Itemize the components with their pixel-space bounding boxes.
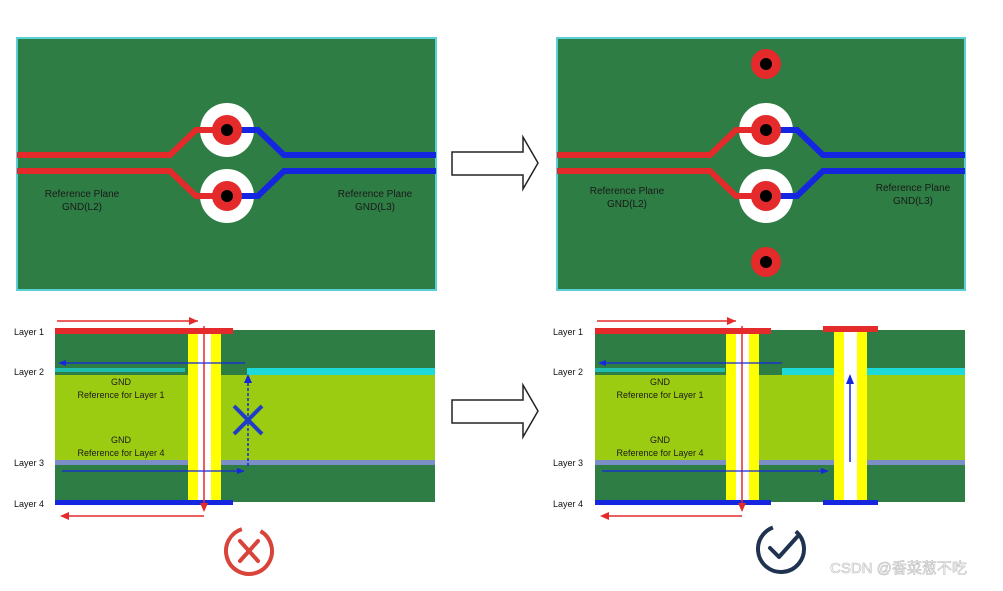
layer-1-label: Layer 1 xyxy=(14,327,44,337)
layer-1-label: Layer 1 xyxy=(553,327,583,337)
ground-stitch-via xyxy=(751,49,781,79)
signal-via xyxy=(212,115,242,145)
gnd-ref-layer4: Reference for Layer 4 xyxy=(616,448,703,458)
ref-plane-left-label: Reference Plane xyxy=(45,189,120,200)
ref-plane-left-label: Reference Plane xyxy=(590,186,665,197)
csdn-watermark: CSDN @香菜葱不吃 xyxy=(830,560,967,577)
correct-check-icon xyxy=(756,524,806,574)
signal-via xyxy=(212,181,242,211)
ref-plane-left-sub: GND(L2) xyxy=(62,202,102,213)
gnd-label-2: GND xyxy=(111,435,132,445)
ref-plane-right-label: Reference Plane xyxy=(876,183,951,194)
gnd-ref-layer1: Reference for Layer 1 xyxy=(616,390,703,400)
gnd-ref-layer1: Reference for Layer 1 xyxy=(77,390,164,400)
gnd-ref-layer4: Reference for Layer 4 xyxy=(77,448,164,458)
wrong-icon xyxy=(224,526,274,576)
top-right-board: Reference Plane GND(L2) Reference Plane … xyxy=(556,37,966,291)
gnd-label-2: GND xyxy=(650,435,671,445)
ref-plane-right-sub: GND(L3) xyxy=(893,196,933,207)
gnd-label-1: GND xyxy=(650,377,671,387)
stackup-right: GND Reference for Layer 1 GND Reference … xyxy=(553,317,965,520)
layer-2-label: Layer 2 xyxy=(553,367,583,377)
layer-3-label: Layer 3 xyxy=(553,458,583,468)
layer-3-label: Layer 3 xyxy=(14,458,44,468)
transition-arrow-top xyxy=(451,134,539,192)
layer-2-label: Layer 2 xyxy=(14,367,44,377)
ref-plane-right-sub: GND(L3) xyxy=(355,202,395,213)
layer-4-label: Layer 4 xyxy=(14,499,44,509)
transition-arrow-bottom xyxy=(451,382,539,440)
signal-via xyxy=(751,181,781,211)
signal-via xyxy=(751,115,781,145)
layer-4-label: Layer 4 xyxy=(553,499,583,509)
blocked-return-path-x xyxy=(232,404,264,436)
gnd-label-1: GND xyxy=(111,377,132,387)
ground-stitch-via xyxy=(751,247,781,277)
stackup-left: GND Reference for Layer 1 GND Reference … xyxy=(14,317,435,520)
top-left-board: Reference Plane GND(L2) Reference Plane … xyxy=(16,37,437,291)
ref-plane-left-sub: GND(L2) xyxy=(607,199,647,210)
ref-plane-right-label: Reference Plane xyxy=(338,189,413,200)
